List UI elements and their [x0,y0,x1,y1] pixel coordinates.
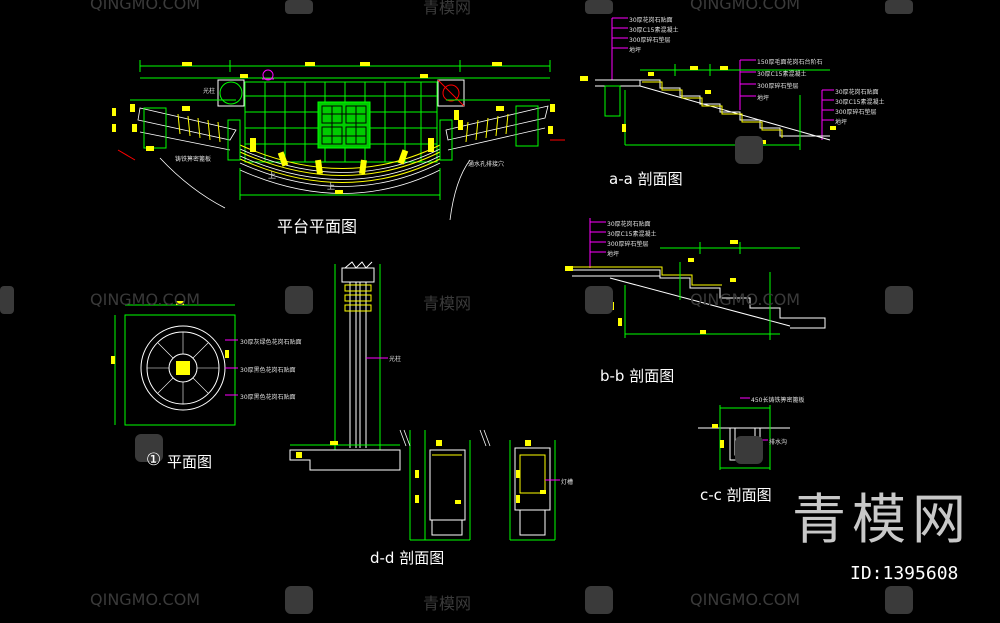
note-plan-drain: 通水孔排接穴 [468,161,505,168]
note-bb-n2: 30厚C15素混凝土 [607,231,657,238]
watermark-brand: 青模网 [792,488,972,551]
note-aa-n3: 300厚碎石垫层 [629,37,671,44]
title-section-aa: a-a 剖面图 [609,170,683,188]
note-plan1-n3: 30厚黑色花岗石贴面 [240,394,296,401]
plan-1 [111,301,238,426]
note-plan1-n2: 30厚黑色花岗石贴面 [240,367,296,374]
note-aa-n9: 30厚花岗石贴面 [835,89,879,96]
section-cc [698,397,790,470]
title-plan-1: 平面图 [167,453,213,471]
watermark-text: QINGMO.COM [690,0,801,13]
note-cc-n2: 排水沟 [769,439,788,446]
note-dd-n1: 光柱 [389,356,402,363]
title-section-cc: c-c 剖面图 [700,486,772,504]
section-dd [289,261,560,541]
note-plan-up-2: 上 [327,182,335,191]
title-section-bb: b-b 剖面图 [600,367,675,385]
watermark-text: 青模网 [423,0,472,17]
watermark-text: QINGMO.COM [90,590,201,609]
note-aa-n7: 300厚碎石垫层 [757,83,799,90]
note-plan-up-1: 上 [268,171,276,180]
note-plan-grate: 铸铁箅密篦板 [175,156,212,163]
section-bb [565,218,826,340]
watermark-text: QINGMO.COM [90,290,201,309]
watermark-text: QINGMO.COM [690,290,801,309]
note-bb-n4: 地坪 [607,251,620,258]
note-aa-n2: 30厚C15素混凝土 [629,27,679,34]
note-aa-n4: 地坪 [629,47,642,54]
watermark-text: QINGMO.COM [690,590,801,609]
note-dd-n2: 灯槽 [561,479,574,486]
note-aa-n10: 30厚C15素混凝土 [835,99,885,106]
note-cc-n1: 450长铸铁箅密篦板 [751,397,805,404]
title-section-dd: d-d 剖面图 [370,549,445,567]
watermark-id: ID:1395608 [850,563,959,584]
title-plan-1-mark: ① [146,450,162,470]
note-aa-n8: 地坪 [757,95,770,102]
note-aa-n5: 150厚毛面花岗石台阶石 [757,59,823,66]
note-bb-n1: 30厚花岗石贴面 [607,221,651,228]
note-plan-pillar: 光柱 [203,88,216,95]
title-platform-plan: 平台平面图 [277,217,358,236]
watermark-logos [0,0,913,614]
watermark-text: 青模网 [423,294,472,313]
platform-plan [112,60,565,221]
watermark-text: QINGMO.COM [90,0,201,13]
note-aa-n12: 地坪 [835,119,848,126]
note-aa-n11: 300厚碎石垫层 [835,109,877,116]
note-aa-n6: 30厚C15素混凝土 [757,71,807,78]
note-aa-n1: 30厚花岗石贴面 [629,17,673,24]
note-plan1-n1: 30厚灰绿色花岗石贴面 [240,339,302,346]
note-bb-n3: 300厚碎石垫层 [607,241,649,248]
section-aa [580,17,836,150]
watermark-text: 青模网 [423,594,472,613]
